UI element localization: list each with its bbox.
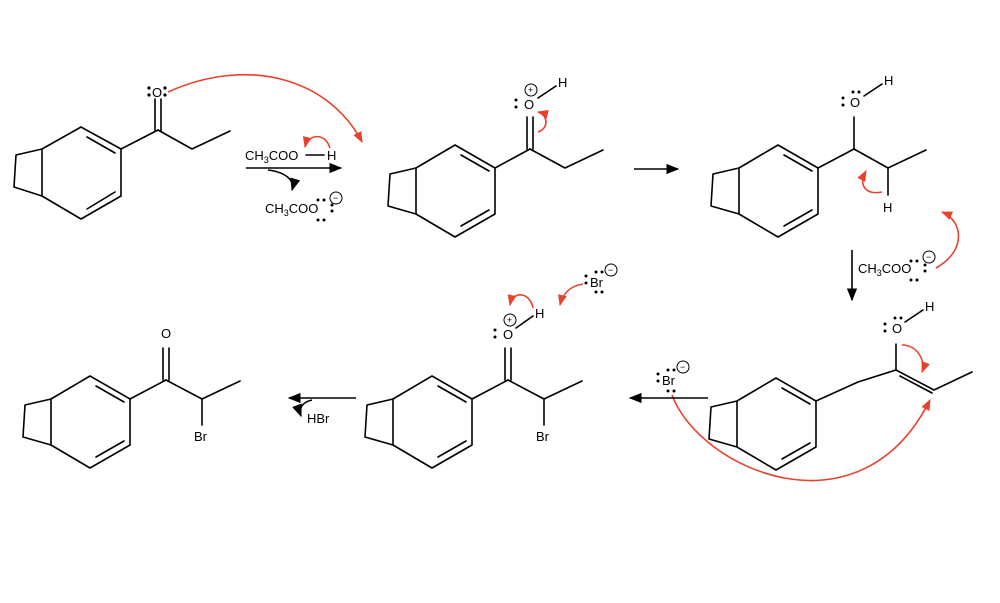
svg-text:CH3COO: CH3COO bbox=[858, 261, 911, 278]
svg-text:O: O bbox=[850, 95, 860, 110]
byproduct-hbr: HBr bbox=[307, 411, 330, 426]
svg-text:−: − bbox=[680, 362, 685, 372]
svg-text:−: − bbox=[608, 265, 613, 275]
product-oxygen: O bbox=[161, 326, 171, 341]
svg-text:CH3COO: CH3COO bbox=[245, 148, 298, 165]
molecule-enol: O H bbox=[708, 299, 973, 471]
electron-arrow-cc-to-br bbox=[671, 394, 931, 482]
reagent-acetic-acid: CH3COO H bbox=[245, 135, 336, 165]
oxygen-label: O bbox=[152, 85, 162, 100]
charge-plus bbox=[524, 83, 538, 97]
svg-text:H: H bbox=[925, 299, 934, 314]
electron-arrow-o-to-h bbox=[167, 73, 363, 143]
svg-text:H: H bbox=[558, 75, 567, 90]
electron-arrow-o-to-cc bbox=[901, 344, 930, 374]
electron-arrow-ch-to-cc bbox=[857, 170, 883, 194]
svg-text:O: O bbox=[892, 321, 902, 336]
base-acetate: CH3COO − bbox=[858, 250, 936, 282]
bromide-base: Br − bbox=[584, 263, 618, 294]
byproduct-acetate-1: CH3COO − bbox=[265, 191, 343, 222]
svg-text:O: O bbox=[503, 327, 513, 342]
svg-text:O: O bbox=[524, 97, 534, 112]
byproduct-branch-arrow-5 bbox=[292, 399, 313, 418]
molecule-protonated-ketone: O H + bbox=[387, 75, 604, 238]
electron-arrow-oh-bond bbox=[302, 135, 331, 149]
svg-text:H: H bbox=[884, 73, 893, 88]
svg-text:+: + bbox=[507, 315, 512, 325]
svg-text:CH3COO: CH3COO bbox=[265, 201, 318, 218]
indane-ring bbox=[13, 126, 122, 220]
bond-ethyl bbox=[157, 129, 231, 150]
molecule-product: Br O bbox=[22, 326, 241, 469]
bond-aryl-carbonyl bbox=[120, 129, 159, 150]
bromide-attacker: Br − bbox=[656, 360, 690, 393]
acid-hydrogen: H bbox=[327, 148, 336, 163]
svg-text:−: − bbox=[333, 193, 338, 203]
molecule-oxocarbenium: H O H bbox=[710, 73, 927, 238]
svg-text:Br: Br bbox=[194, 429, 208, 444]
bond-c-o-double bbox=[154, 98, 162, 132]
svg-text:+: + bbox=[528, 85, 533, 95]
charge-minus bbox=[329, 191, 343, 205]
electron-arrow-pi-to-o bbox=[536, 109, 549, 133]
svg-text:H: H bbox=[535, 306, 544, 321]
electron-arrow-oh-to-o bbox=[507, 294, 534, 309]
svg-text:−: − bbox=[926, 252, 931, 262]
svg-text:H: H bbox=[883, 200, 892, 215]
svg-text:Br: Br bbox=[590, 275, 604, 290]
svg-text:Br: Br bbox=[536, 429, 550, 444]
byproduct-branch-arrow-1 bbox=[267, 169, 301, 192]
electron-arrow-acetate-to-h bbox=[935, 211, 960, 269]
electron-arrow-br-to-h bbox=[558, 283, 584, 307]
molecule-ketone-start: O bbox=[13, 85, 231, 220]
molecule-protonated-bromoketone: Br O H + bbox=[364, 294, 583, 469]
svg-text:Br: Br bbox=[662, 373, 676, 388]
